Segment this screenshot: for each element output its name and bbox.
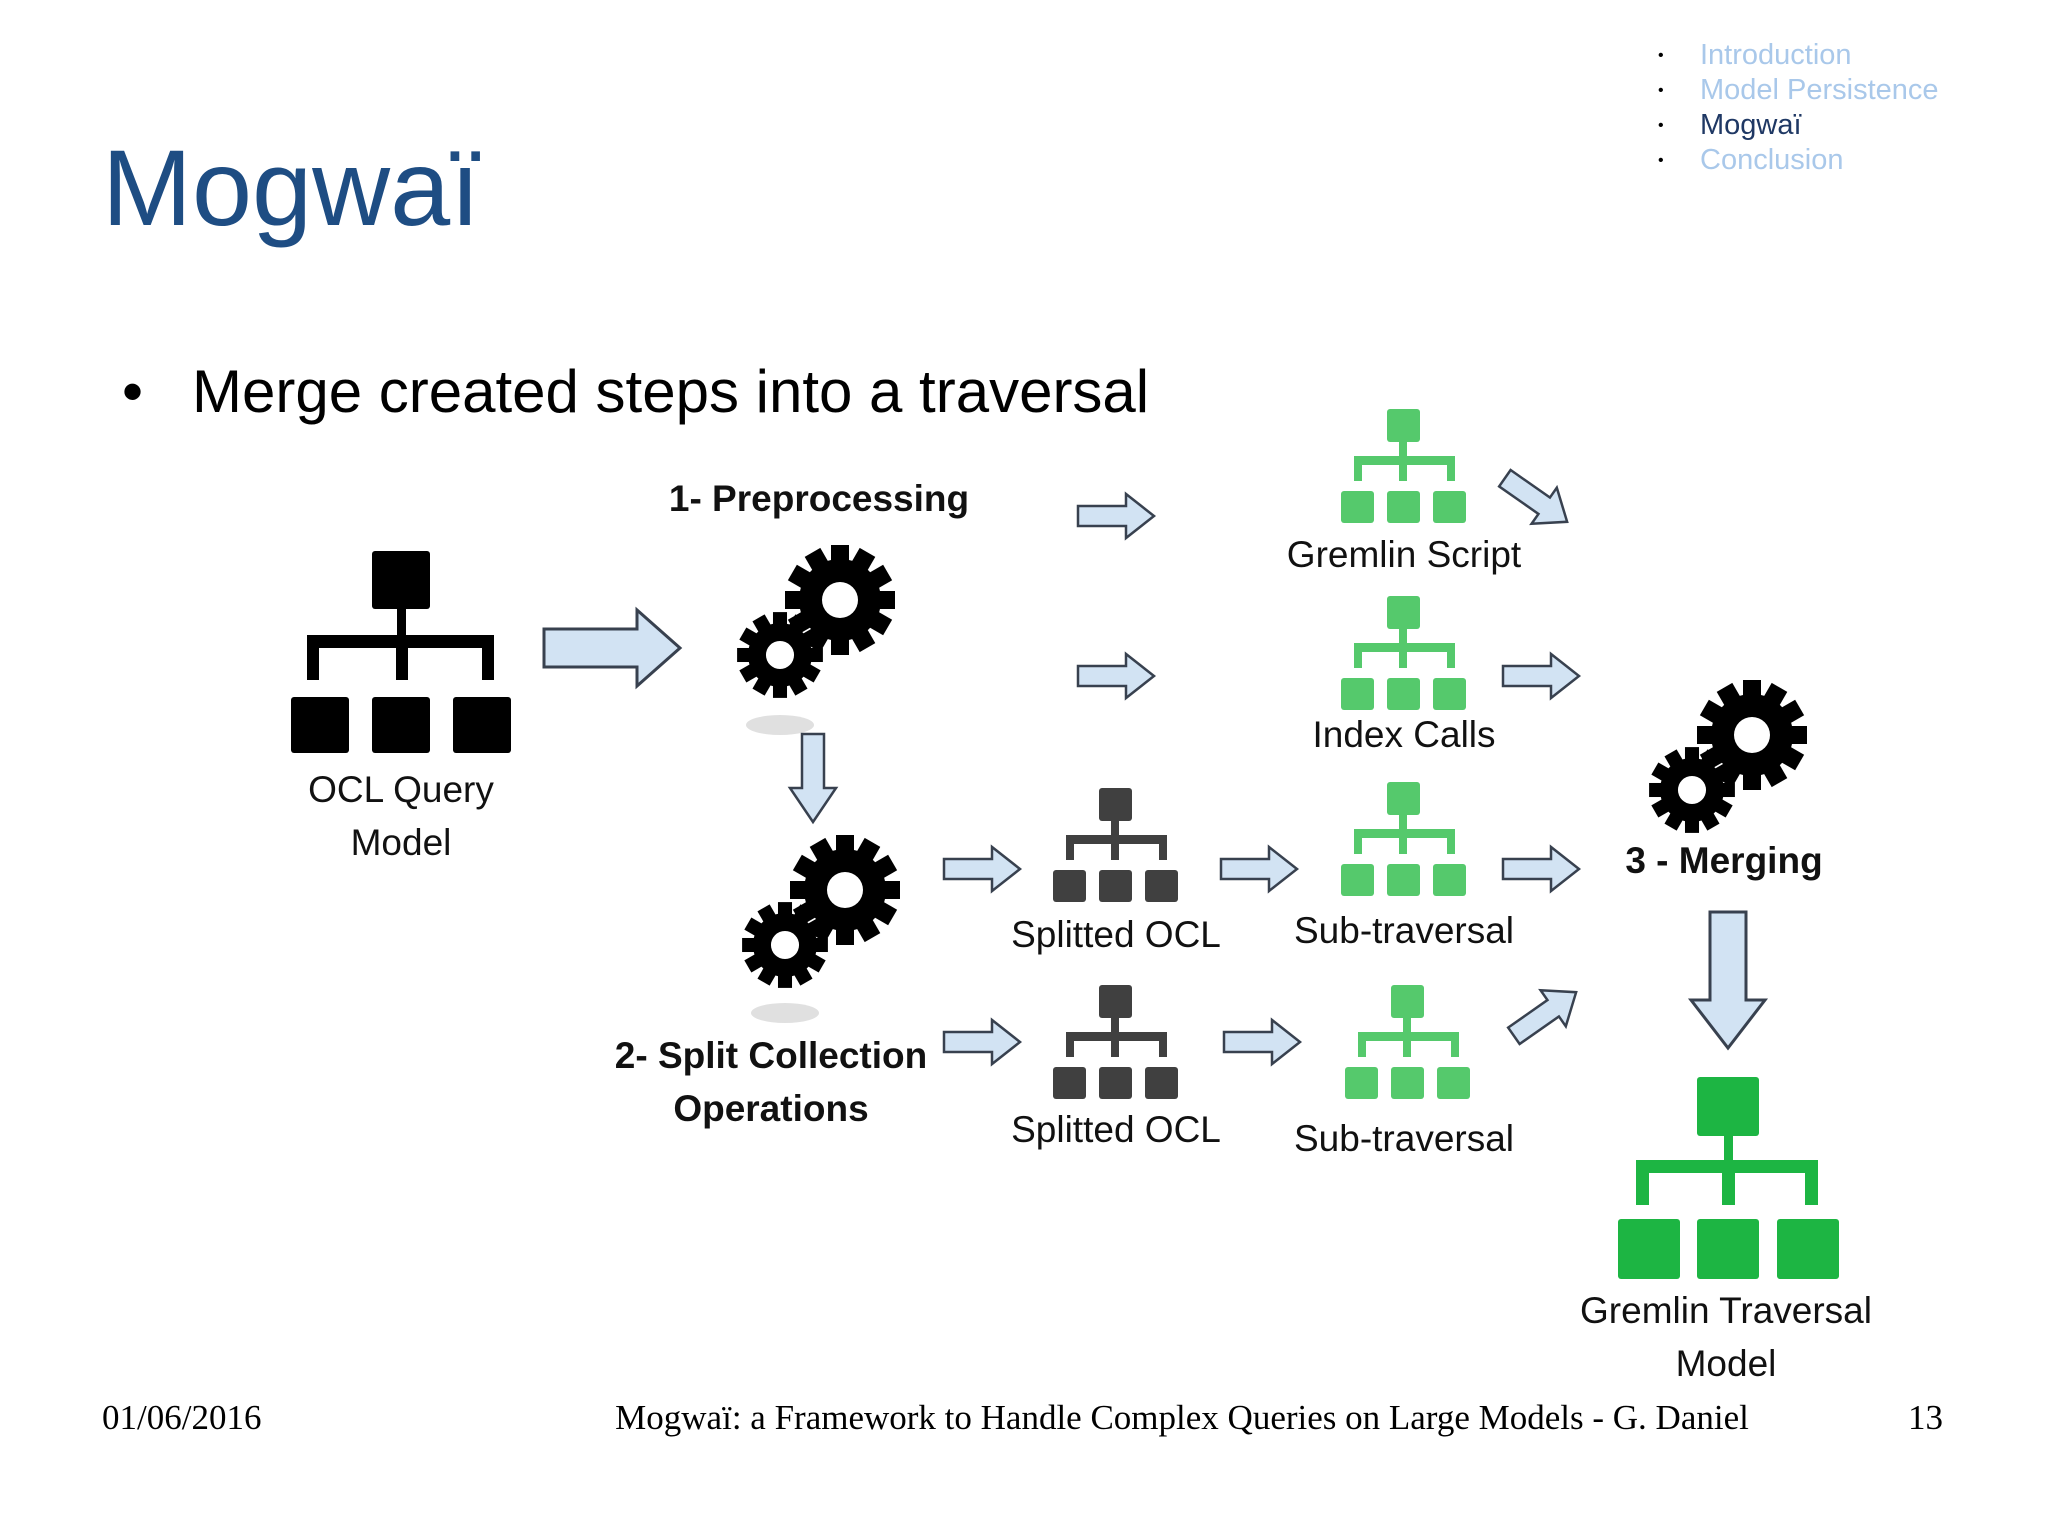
footer-title: Mogwaï: a Framework to Handle Complex Qu… bbox=[615, 1398, 1749, 1437]
page-number: 13 bbox=[1908, 1398, 1943, 1437]
nav-label: Conclusion bbox=[1700, 144, 1844, 176]
arrow-right-icon bbox=[1076, 652, 1156, 700]
sub-traversal-tree-icon bbox=[1345, 985, 1470, 1099]
label-line: Model bbox=[1675, 1343, 1777, 1384]
footer-date: 01/06/2016 bbox=[102, 1398, 262, 1437]
label-line: Operations bbox=[673, 1088, 869, 1129]
gremlin-traversal-model-tree-icon bbox=[1618, 1077, 1839, 1279]
gremlin-script-label: Gremlin Script bbox=[1286, 534, 1522, 575]
gremlin-script-tree-icon bbox=[1341, 409, 1466, 523]
bullet-icon: • bbox=[122, 358, 144, 425]
arrow-right-icon bbox=[542, 608, 682, 688]
arrow-right-icon bbox=[942, 845, 1022, 893]
arrow-right-icon bbox=[942, 1018, 1022, 1066]
ocl-query-model-label: OCL Query Model bbox=[308, 763, 494, 869]
arrow-right-icon bbox=[1076, 492, 1156, 540]
split-gears-icon bbox=[742, 835, 900, 1023]
nav-item-model-persistence[interactable]: • Model Persistence bbox=[1652, 73, 1939, 108]
step-merging-label: 3 - Merging bbox=[1625, 840, 1823, 881]
step-preprocessing-label: 1- Preprocessing bbox=[668, 478, 970, 519]
splitted-ocl-tree-icon bbox=[1053, 788, 1178, 902]
nav-bullet-icon: • bbox=[1658, 152, 1664, 169]
arrow-down-icon bbox=[1689, 910, 1767, 1050]
label-line: Gremlin Traversal bbox=[1580, 1290, 1872, 1331]
label-line: Model bbox=[350, 822, 452, 863]
arrow-right-icon bbox=[1219, 845, 1299, 893]
index-calls-tree-icon bbox=[1341, 596, 1466, 710]
nav-label: Mogwaï bbox=[1700, 109, 1802, 141]
section-nav: • Introduction • Model Persistence • Mogwaï… bbox=[1652, 38, 1939, 178]
sub-traversal-tree-icon bbox=[1341, 782, 1466, 896]
arrow-right-icon bbox=[1501, 845, 1581, 893]
label-line: OCL Query bbox=[308, 769, 494, 810]
nav-bullet-icon: • bbox=[1658, 47, 1664, 64]
label-line: 2- Split Collection bbox=[614, 1035, 928, 1076]
bullet-point: • Merge created steps into a traversal bbox=[122, 355, 1149, 429]
index-calls-label: Index Calls bbox=[1312, 714, 1496, 755]
step-split-collection-label: 2- Split Collection Operations bbox=[615, 1029, 927, 1135]
arrow-right-icon bbox=[1222, 1018, 1302, 1066]
arrow-right-icon bbox=[1501, 652, 1581, 700]
preprocessing-gears-icon bbox=[737, 545, 895, 735]
nav-label: Model Persistence bbox=[1700, 74, 1939, 106]
sub-traversal-label: Sub-traversal bbox=[1293, 1118, 1515, 1159]
slide-title: Mogwaï bbox=[102, 127, 481, 248]
bullet-text: Merge created steps into a traversal bbox=[192, 358, 1150, 425]
splitted-ocl-label: Splitted OCL bbox=[1011, 914, 1221, 955]
nav-item-mogwai[interactable]: • Mogwaï bbox=[1652, 108, 1939, 143]
nav-bullet-icon: • bbox=[1658, 82, 1664, 99]
gremlin-traversal-model-label: Gremlin Traversal Model bbox=[1580, 1284, 1872, 1390]
nav-item-conclusion[interactable]: • Conclusion bbox=[1652, 143, 1939, 178]
sub-traversal-label: Sub-traversal bbox=[1293, 910, 1515, 951]
arrow-up-right-icon bbox=[1500, 972, 1590, 1056]
nav-bullet-icon: • bbox=[1658, 117, 1664, 134]
nav-label: Introduction bbox=[1700, 39, 1852, 71]
splitted-ocl-label: Splitted OCL bbox=[1011, 1109, 1221, 1150]
arrow-down-icon bbox=[788, 732, 838, 824]
ocl-query-model-tree-icon bbox=[291, 551, 511, 753]
splitted-ocl-tree-icon bbox=[1053, 985, 1178, 1099]
nav-item-introduction[interactable]: • Introduction bbox=[1652, 38, 1939, 73]
merging-gears-icon bbox=[1649, 680, 1807, 833]
